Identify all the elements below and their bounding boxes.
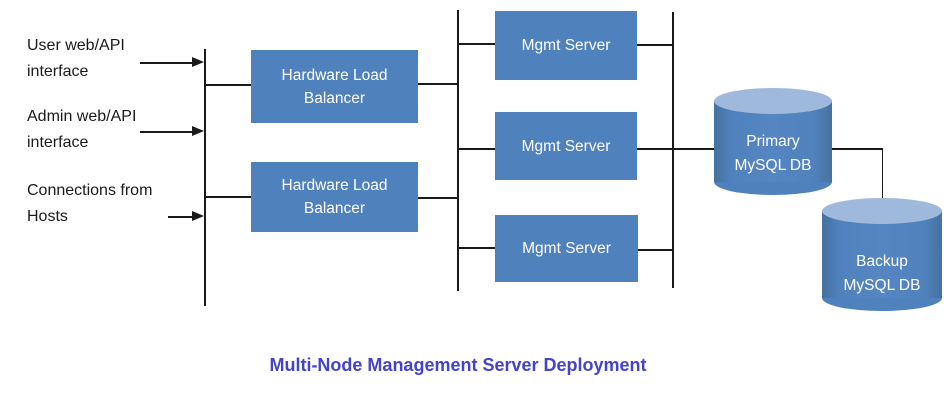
connector-primary-backup-h <box>832 148 883 150</box>
label-line: User web/API <box>27 37 125 54</box>
right-arrow-icon <box>192 211 204 221</box>
connector-bus-mgmt3 <box>458 247 496 249</box>
label-line: Admin web/API <box>27 108 137 125</box>
label-line: interface <box>27 134 89 151</box>
left-bus-line <box>204 49 206 306</box>
connector-lb2-bus <box>418 197 458 199</box>
database-label: Backup MySQL DB <box>822 250 942 298</box>
right-bus-line <box>672 12 674 288</box>
database-label-line: MySQL DB <box>734 157 812 174</box>
connector-bus-lb1 <box>205 84 252 86</box>
node-label-line: Balancer <box>303 200 366 217</box>
cylinder-top <box>714 88 832 114</box>
database-label: Primary MySQL DB <box>714 130 832 178</box>
connector-bus-lb2 <box>205 196 252 198</box>
connector-mgmt2-bus <box>636 148 673 150</box>
node-label-line: Mgmt Server <box>522 240 611 257</box>
database-primary-mysql: Primary MySQL DB <box>714 88 832 195</box>
node-label-line: Hardware Load <box>281 177 388 194</box>
database-label-line: Primary <box>746 133 800 150</box>
label-connections-from-hosts: Connections from Hosts <box>27 178 182 230</box>
right-arrow-icon <box>192 126 204 136</box>
node-hardware-load-balancer-1: Hardware Load Balancer <box>251 50 418 123</box>
arrow-shaft-hosts <box>168 216 194 218</box>
node-label-line: Hardware Load <box>281 66 388 84</box>
connector-bus-primarydb <box>673 148 715 150</box>
connector-bus-mgmt1 <box>458 43 496 45</box>
label-admin-web-api: Admin web/API interface <box>27 104 182 156</box>
node-mgmt-server-2: Mgmt Server <box>495 112 637 180</box>
node-mgmt-server-1: Mgmt Server <box>495 11 637 80</box>
diagram-title: Multi-Node Management Server Deployment <box>269 355 647 375</box>
label-line: interface <box>27 63 89 80</box>
node-label-line: Mgmt Server <box>521 37 611 54</box>
label-line: Hosts <box>27 208 68 225</box>
right-arrow-icon <box>192 57 204 67</box>
connector-lb1-bus <box>418 83 458 85</box>
cylinder-top <box>822 198 942 224</box>
database-backup-mysql: Backup MySQL DB <box>822 198 942 311</box>
connector-mgmt1-bus <box>636 44 673 46</box>
node-mgmt-server-3: Mgmt Server <box>495 215 638 282</box>
node-hardware-load-balancer-2: Hardware Load Balancer <box>251 162 418 232</box>
node-label-line: Mgmt Server <box>521 137 611 155</box>
node-label-line: Balancer <box>303 89 366 107</box>
cylinder-body <box>822 211 942 298</box>
label-line: Connections from <box>27 182 153 199</box>
connector-primary-backup-v <box>881 148 883 210</box>
mid-bus-line <box>457 10 459 291</box>
label-user-web-api: User web/API interface <box>27 33 182 85</box>
connector-bus-mgmt2 <box>458 148 496 150</box>
arrow-shaft-user <box>140 62 194 64</box>
database-label-line: MySQL DB <box>843 277 921 294</box>
connector-mgmt3-bus <box>636 249 673 251</box>
arrow-shaft-admin <box>140 131 194 133</box>
database-label-line: Backup <box>856 253 908 270</box>
cylinder-body <box>714 101 832 182</box>
